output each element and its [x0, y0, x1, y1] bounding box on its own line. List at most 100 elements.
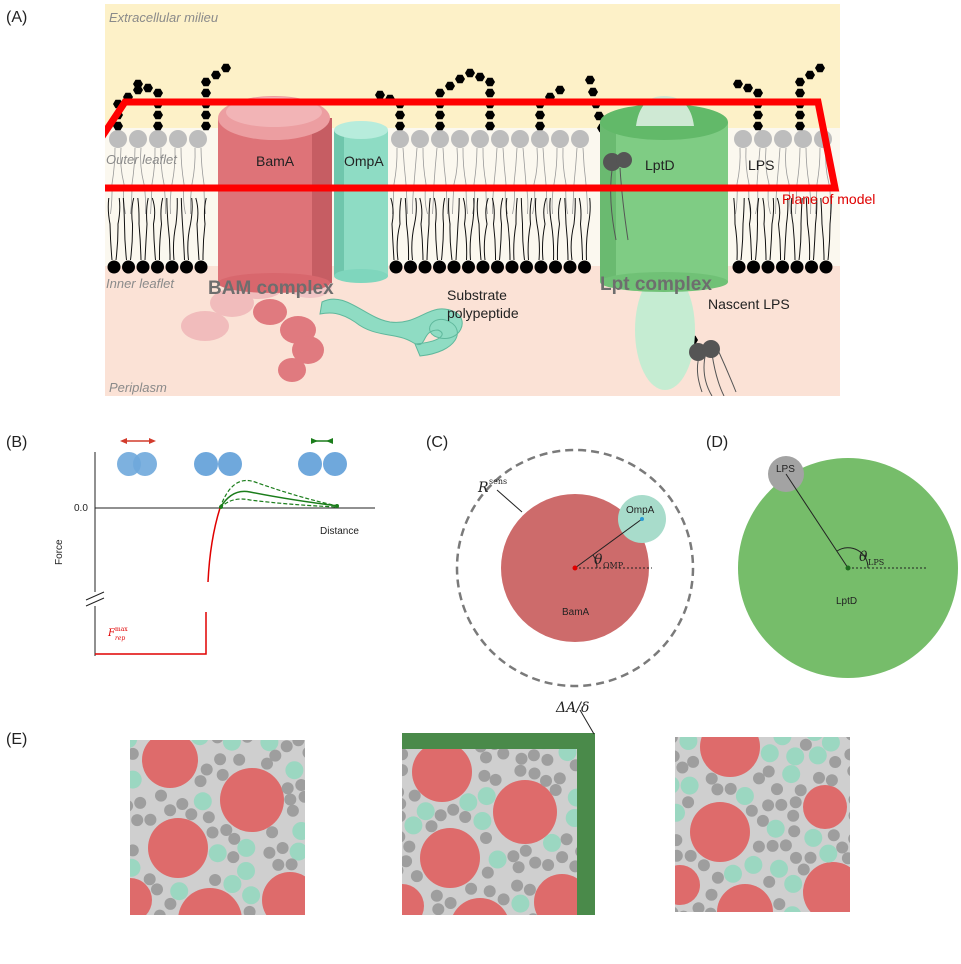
bama-particle — [412, 742, 472, 802]
theta-lps-label: θ LPS — [859, 549, 884, 567]
inner-headgroup — [776, 260, 789, 274]
small-particle — [567, 788, 577, 807]
small-particle — [276, 842, 289, 854]
lps-sugar — [143, 83, 153, 93]
small-particle — [286, 804, 299, 817]
outer-headgroup — [571, 130, 589, 148]
small-particle — [542, 859, 555, 871]
small-particle — [788, 825, 801, 838]
outer-headgroup — [794, 130, 812, 148]
svg-text:rep: rep — [115, 635, 125, 642]
y-axis-label: Force — [54, 539, 65, 565]
lpta-periplasmic-bridge — [635, 270, 695, 390]
small-particle — [295, 779, 305, 791]
small-particle — [298, 790, 305, 803]
inner-headgroup — [491, 260, 504, 274]
small-particle — [404, 816, 423, 835]
outer-headgroup — [391, 130, 409, 148]
inner-headgroup — [447, 260, 461, 274]
lps-sugar — [753, 88, 763, 98]
small-particle — [164, 897, 177, 910]
inner-headgroup — [761, 260, 775, 274]
small-particle — [848, 795, 850, 804]
lps-sugar — [465, 68, 475, 78]
inner-headgroup — [578, 260, 591, 274]
small-particle — [292, 740, 305, 747]
small-particle — [206, 826, 219, 839]
lps-disk-label: LPS — [776, 464, 795, 475]
inner-headgroup — [732, 260, 746, 274]
lps-sugar — [133, 79, 143, 89]
small-particle — [511, 894, 530, 913]
attraction-curve — [219, 490, 339, 509]
small-particle — [844, 748, 850, 761]
lps-sugar — [435, 88, 445, 98]
outer-headgroup — [431, 130, 449, 148]
inner-headgroup — [122, 260, 135, 274]
svg-text:θ: θ — [859, 549, 868, 565]
lps-sugar — [395, 121, 405, 131]
lps-sugar — [475, 72, 485, 82]
small-particle — [425, 820, 438, 833]
lps-sugar — [733, 79, 743, 89]
small-particle — [575, 847, 577, 856]
inner-headgroup — [462, 260, 475, 274]
small-particle — [687, 755, 700, 768]
small-particle — [549, 784, 562, 796]
small-particle — [821, 737, 840, 752]
small-particle — [408, 789, 421, 802]
small-particle — [402, 748, 409, 761]
panel-c-bama-schematic: OmpA BamA R sens θ OMP — [455, 448, 695, 688]
panel-d-lptd-schematic: LPS LptD θ LPS — [738, 456, 958, 678]
substrate-label-line1: Substrate — [447, 287, 507, 303]
small-particle — [511, 879, 524, 892]
repulsion-curve-rise — [207, 507, 221, 583]
small-particle — [790, 851, 802, 864]
bama-particle — [493, 780, 557, 844]
extracellular-label: Extracellular milieu — [109, 10, 218, 25]
outer-headgroup — [734, 130, 752, 148]
small-particle — [745, 804, 758, 817]
lps-sugar — [795, 88, 805, 98]
inner-headgroup — [136, 260, 150, 274]
lps-sugar — [815, 63, 825, 73]
small-particle — [569, 860, 577, 873]
inner-headgroup — [389, 260, 403, 274]
small-particle — [216, 768, 229, 781]
outer-leaflet-label: Outer leaflet — [106, 152, 178, 167]
sensing-radius-pointer — [496, 489, 523, 513]
small-particle — [735, 787, 754, 805]
small-particle — [763, 875, 776, 888]
svg-text:LPS: LPS — [868, 558, 884, 567]
small-particle — [269, 749, 282, 762]
small-particle — [556, 851, 569, 864]
small-particle — [680, 776, 699, 795]
small-particle — [151, 883, 163, 896]
membrane-core-region — [105, 128, 840, 266]
small-particle — [214, 753, 227, 766]
lps-sugar — [153, 110, 163, 120]
lps-sugar — [395, 110, 405, 120]
small-particle — [281, 782, 294, 795]
small-particle — [489, 773, 502, 786]
lps-sugar — [795, 110, 805, 120]
svg-text:max: max — [115, 626, 128, 633]
small-particle — [285, 858, 298, 871]
lps-angle-radius-line — [785, 473, 849, 569]
small-particle — [483, 885, 496, 898]
small-particle — [775, 798, 788, 811]
lps-sugar — [211, 70, 221, 80]
lps-sugar — [753, 121, 763, 131]
outer-headgroup — [129, 130, 147, 148]
small-particle — [807, 737, 823, 741]
lps-sugar — [485, 110, 495, 120]
inner-headgroup — [107, 260, 121, 274]
inner-headgroup — [165, 260, 179, 274]
inner-headgroup — [563, 260, 577, 274]
lptd-center-point — [845, 565, 851, 571]
lps-sugar — [555, 85, 565, 95]
lps-sugar — [588, 87, 598, 97]
nascent-lps-label: Nascent LPS — [708, 296, 790, 312]
small-particle — [130, 747, 139, 760]
inner-leaflet-headgroups — [107, 260, 833, 274]
